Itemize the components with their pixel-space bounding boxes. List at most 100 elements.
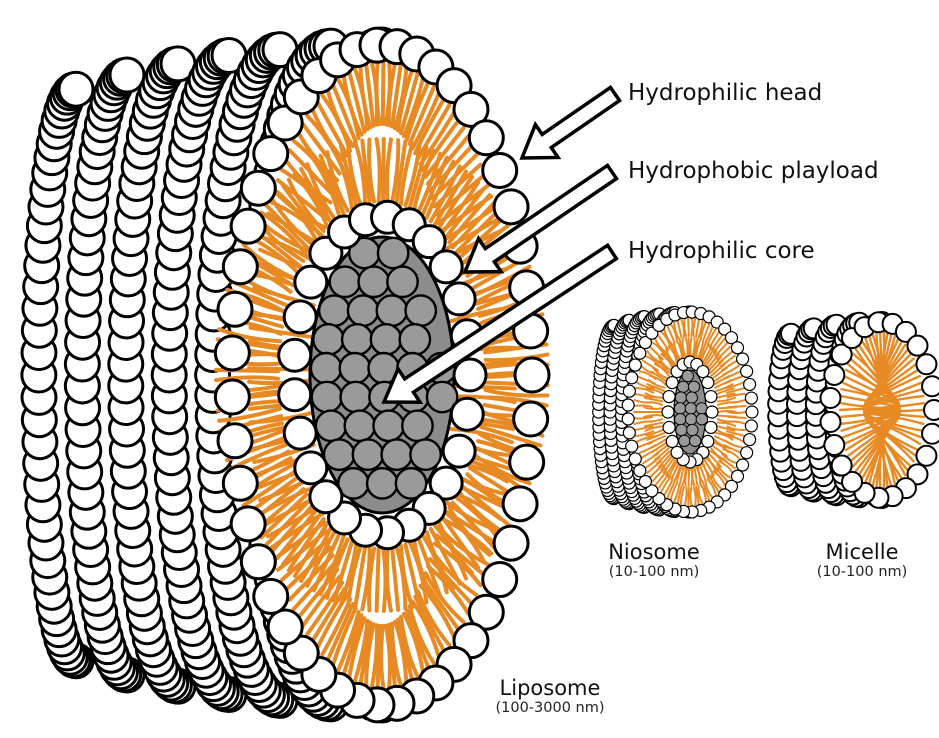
head-bead: [254, 579, 288, 613]
head-bead: [443, 435, 475, 467]
liposome-size: (100-3000 nm): [470, 700, 630, 716]
head-bead: [623, 427, 635, 439]
core-bead: [313, 324, 343, 354]
head-bead: [218, 292, 252, 326]
head-bead: [824, 435, 844, 455]
lipid-tail: [377, 549, 379, 611]
aqueous-core: [279, 201, 486, 548]
core-bead: [345, 411, 375, 441]
core-bead: [676, 424, 687, 435]
micelle-size: (10-100 nm): [792, 564, 932, 580]
core-bead: [341, 382, 371, 412]
head-bead: [663, 391, 675, 403]
head-bead: [295, 452, 327, 484]
core-bead: [382, 439, 412, 469]
lipid-tail: [383, 139, 384, 201]
head-bead: [666, 377, 678, 389]
core-bead: [359, 267, 389, 297]
core-bead: [688, 381, 699, 392]
lipid-tail: [216, 370, 278, 371]
head-bead: [241, 171, 275, 205]
head-bead: [218, 424, 252, 458]
lipid-tail: [718, 411, 736, 412]
head-bead: [626, 440, 638, 452]
core-bead: [400, 324, 430, 354]
head-bead: [737, 353, 749, 365]
core-bead: [330, 267, 360, 297]
hydrophobic-payload-label: Hydrophobic playload: [628, 158, 879, 184]
head-bead: [279, 379, 311, 411]
head-bead: [241, 545, 275, 579]
head-bead: [745, 392, 757, 404]
head-bead: [832, 456, 852, 476]
core-bead: [687, 424, 698, 435]
core-bead: [410, 439, 440, 469]
lipid-tail: [718, 416, 736, 417]
head-bead: [483, 153, 517, 187]
head-bead: [469, 121, 503, 155]
head-bead: [731, 342, 743, 354]
head-bead: [639, 475, 651, 487]
core-bead: [406, 295, 436, 325]
head-bead: [515, 358, 549, 392]
core-bead: [367, 468, 397, 498]
head-bead: [494, 526, 528, 560]
head-bead: [284, 301, 316, 333]
head-bead: [629, 453, 641, 465]
head-bead: [666, 435, 678, 447]
head-bead: [705, 391, 717, 403]
head-bead: [503, 487, 537, 521]
head-bead: [916, 446, 936, 466]
core-bead: [312, 382, 342, 412]
head-bead: [622, 399, 634, 411]
head-bead: [924, 400, 939, 420]
core-bead: [675, 392, 686, 403]
head-bead: [746, 406, 758, 418]
core-bead: [685, 403, 696, 414]
head-bead: [215, 336, 249, 370]
niosome-name: Niosome: [584, 540, 724, 564]
head-bead: [671, 446, 683, 458]
head-bead: [215, 380, 249, 414]
micelle-caption: Micelle (10-100 nm): [792, 540, 932, 580]
micelle-illustration: [768, 312, 939, 508]
core-bead: [685, 414, 696, 425]
head-bead: [310, 481, 342, 513]
lipid-tail: [688, 488, 689, 506]
core-bead: [353, 439, 383, 469]
core-bead: [340, 353, 370, 383]
core-bead: [373, 411, 403, 441]
head-bead: [59, 72, 93, 106]
head-bead: [824, 365, 844, 385]
head-bead: [663, 421, 675, 433]
head-bead: [741, 447, 753, 459]
core-bead: [686, 392, 697, 403]
arrow-head-icon: [522, 87, 620, 158]
head-bead: [510, 445, 544, 479]
core-bead: [371, 324, 401, 354]
head-bead: [443, 283, 475, 315]
head-bead: [705, 421, 717, 433]
core-bead: [675, 414, 686, 425]
liposome-caption: Liposome (100-3000 nm): [470, 676, 630, 716]
head-bead: [231, 507, 265, 541]
head-bead: [922, 424, 939, 444]
core-bead: [689, 435, 700, 446]
niosome-size: (10-100 nm): [584, 564, 724, 580]
lipid-tail: [383, 62, 384, 124]
head-bead: [626, 372, 638, 384]
niosome-caption: Niosome (10-100 nm): [584, 540, 724, 580]
micelle-name: Micelle: [792, 540, 932, 564]
core-bead: [319, 295, 349, 325]
core-bead: [682, 370, 693, 381]
head-bead: [622, 413, 634, 425]
hydrophilic-core-label: Hydrophilic core: [628, 238, 815, 264]
lipid-tail: [718, 407, 736, 408]
head-bead: [702, 377, 714, 389]
head-bead: [494, 190, 528, 224]
head-bead: [744, 378, 756, 390]
liposome-name: Liposome: [470, 676, 630, 700]
head-bead: [295, 266, 327, 298]
